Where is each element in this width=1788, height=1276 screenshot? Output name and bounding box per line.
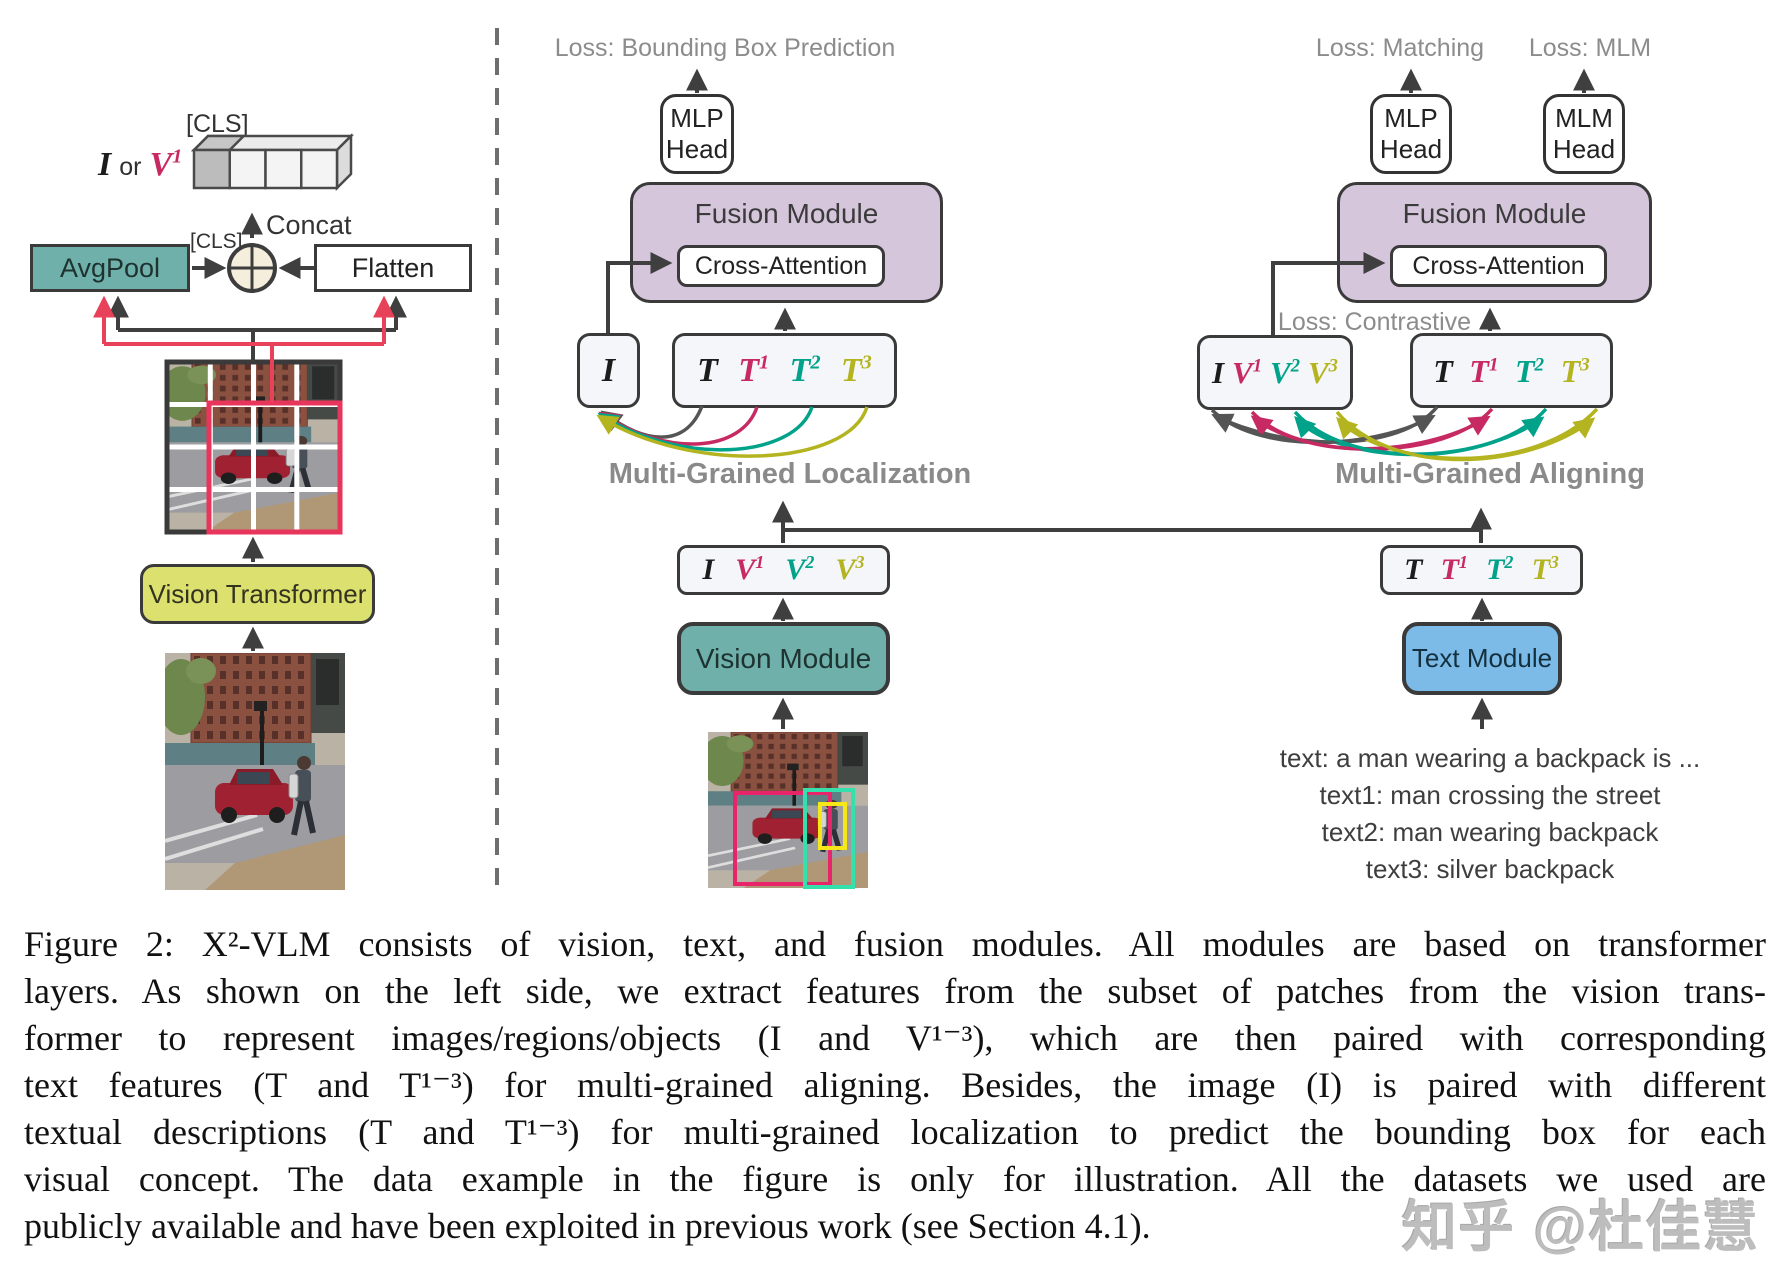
bbox-region-crimson (733, 791, 832, 886)
loss-matching-label: Loss: Matching (1315, 34, 1485, 62)
cls-top-label: [CLS] (186, 110, 249, 138)
aligning-section-label: Multi-Grained Aligning (1335, 458, 1645, 490)
flatten-box: Flatten (314, 244, 472, 292)
left-red-arrows (93, 295, 395, 402)
token: T (1404, 553, 1423, 586)
token: V2 (1270, 355, 1300, 390)
token: T (1433, 352, 1453, 389)
gridded-patch-image (164, 359, 343, 535)
bbox-person-green (803, 788, 855, 889)
token: T2 (1486, 552, 1514, 586)
avgpool-box: AvgPool (30, 244, 190, 292)
localization-section-label: Multi-Grained Localization (608, 458, 972, 490)
concat-label: Concat (266, 210, 352, 240)
token: V3 (835, 552, 865, 586)
token: V3 (1307, 355, 1338, 390)
token: I (601, 351, 616, 389)
aligning-token-curves (1210, 405, 1599, 462)
fusion-module-label: Fusion Module (694, 198, 879, 229)
token: I (98, 146, 112, 183)
avgpool-label: AvgPool (59, 252, 161, 283)
token: T2 (789, 351, 821, 389)
token: V1 (149, 145, 183, 183)
text-line: text: a man wearing a backpack is ... (1279, 743, 1701, 773)
cross-attention-right-label: Cross-Attention (1412, 251, 1585, 280)
text-line: text features (T and T¹⁻³) for multi-gra… (24, 1065, 1766, 1105)
fusion-module-right-label: Fusion Module (1402, 198, 1587, 229)
cross-attention-label: Cross-Attention (694, 251, 868, 280)
vision-token-box: I V1 V2 V3 (677, 545, 890, 595)
token: T2 (1514, 352, 1545, 389)
token: T1 (738, 351, 770, 389)
text-line: publicly available and have been exploit… (24, 1206, 1151, 1246)
text-line: visual concept. The data example in the … (24, 1159, 1766, 1199)
text-line: Figure 2: X²-VLM consists of vision, tex… (24, 924, 1766, 964)
cross-attention-box-right: Cross-Attention (1390, 245, 1607, 287)
text-line: text3: silver backpack (1365, 854, 1615, 884)
vision-transformer-box: Vision Transformer (140, 564, 375, 624)
detection-photo (701, 732, 868, 889)
cls-small-label: [CLS] (190, 230, 243, 253)
text-line: former to represent images/regions/objec… (24, 1018, 1766, 1058)
token: T1 (1469, 352, 1499, 389)
token: T3 (840, 351, 872, 389)
token: T (697, 351, 718, 389)
token-bar-3d (190, 132, 355, 192)
figure-caption: Figure 2: X²-VLM consists of vision, tex… (24, 921, 1766, 1250)
t-token-box: T T1 T2 T3 (672, 333, 897, 408)
localization-token-curves (596, 405, 869, 458)
text-line: text2: man wearing backpack (1321, 817, 1659, 847)
text-line: textual descriptions (T and T¹⁻³) for mu… (24, 1112, 1766, 1152)
mlp-head-box: MLP Head (660, 94, 734, 174)
i-token-box: I (577, 333, 640, 408)
text-module-label: Text Module (1411, 643, 1553, 673)
flatten-label: Flatten (351, 252, 435, 283)
text-line: text1: man crossing the street (1319, 780, 1661, 810)
token: T1 (1440, 552, 1468, 586)
loss-mlm-label: Loss: MLM (1528, 34, 1652, 62)
t-token-box-lower-right: T T1 T2 T3 (1380, 545, 1583, 595)
vision-transformer-label: Vision Transformer (148, 578, 367, 609)
token: or (119, 153, 142, 181)
vision-module-box: Vision Module (677, 622, 890, 695)
street-photo (157, 653, 345, 890)
vision-module-label: Vision Module (695, 642, 872, 674)
token: I (702, 553, 715, 586)
token: V2 (785, 552, 815, 586)
bbox-backpack-yellow (818, 802, 847, 850)
text-line: layers. As shown on the left side, we ex… (24, 971, 1766, 1011)
watermark: 知乎 @杜佳慧 (1402, 1196, 1760, 1258)
region-highlight-box (206, 400, 343, 535)
token: T3 (1531, 552, 1559, 586)
t-token-box-upper-right: T T1 T2 T3 (1410, 333, 1613, 408)
token: V1 (735, 552, 765, 586)
token: V1 (1232, 355, 1263, 390)
cross-attention-box: Cross-Attention (677, 245, 885, 287)
mlm-head-box: MLM Head (1543, 94, 1625, 174)
token: T3 (1560, 352, 1590, 389)
token: I (1211, 355, 1225, 390)
mlp-head-box-right: MLP Head (1370, 94, 1452, 174)
loss-bbox-label: Loss: Bounding Box Prediction (554, 34, 896, 62)
text-examples: text: a man wearing a backpack is ... tex… (1230, 740, 1750, 888)
text-module-box: Text Module (1402, 622, 1562, 695)
